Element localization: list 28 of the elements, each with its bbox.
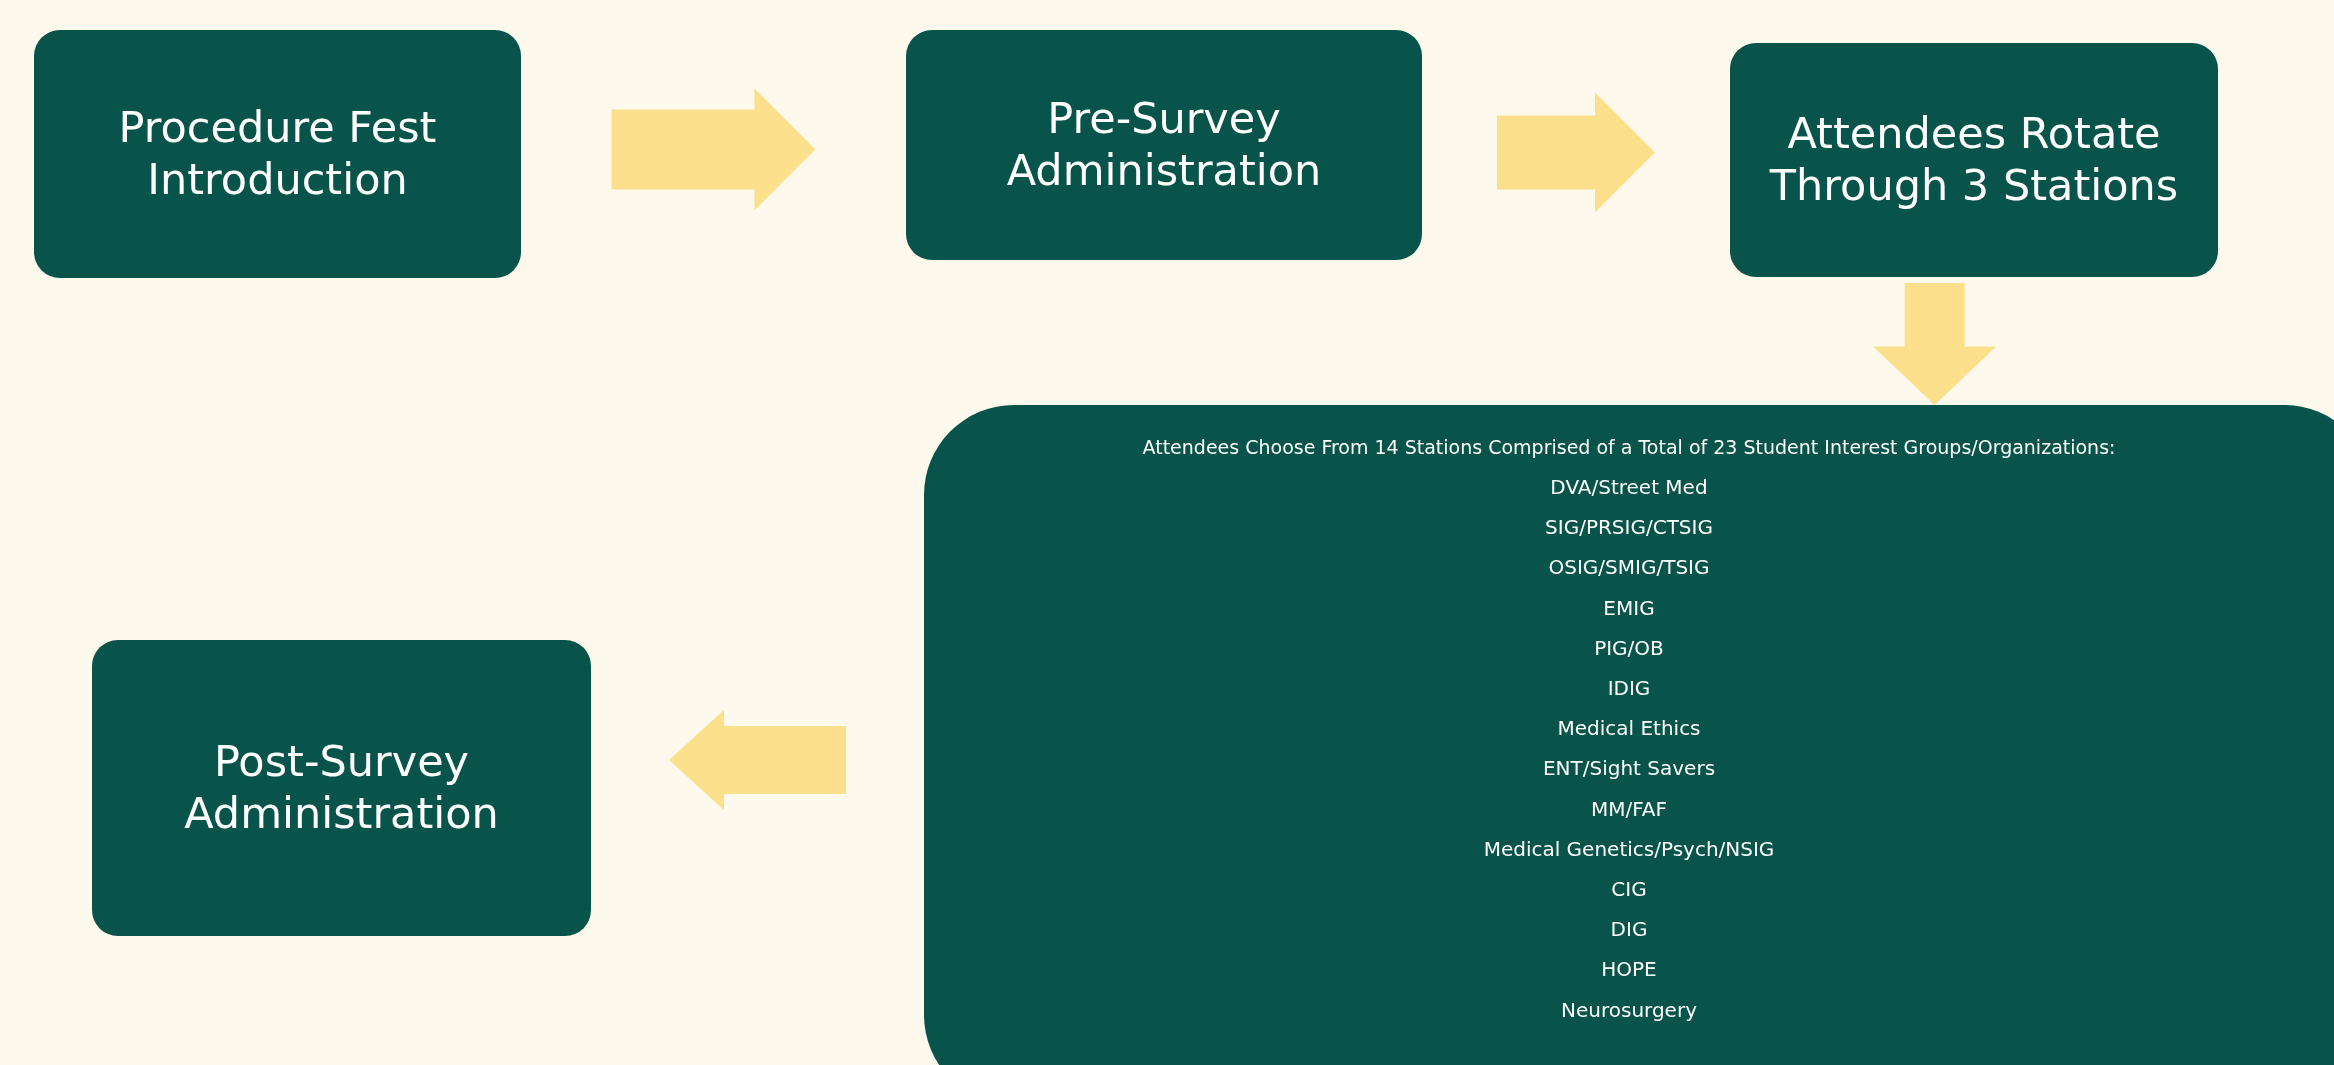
list-item: ENT/Sight Savers [1542, 755, 1716, 783]
list-item: HOPE [1601, 956, 1657, 984]
box-label: Procedure Fest Introduction [117, 102, 438, 206]
list-heading: Attendees Choose From 14 Stations Comprised of a Total of 23 Student Interest Groups/Organizations: [1142, 435, 2116, 460]
process-box [1730, 43, 2218, 277]
list-item: SIG/PRSIG/CTSIG [1545, 514, 1713, 542]
list-item: Medical Ethics [1557, 715, 1701, 743]
list-item: PIG/OB [1594, 634, 1664, 662]
process-box [906, 30, 1422, 260]
box-label: Post-Survey Administration [183, 736, 500, 840]
list-item: Neurosurgery [1561, 996, 1697, 1024]
list-item: IDIG [1607, 675, 1651, 702]
station-list-box [924, 405, 2334, 1065]
list-item: DVA/Street Med [1550, 474, 1708, 501]
block-arrow [1873, 283, 1997, 405]
list-item: CIG [1611, 876, 1647, 904]
box-label: Pre-Survey Administration [1005, 93, 1323, 197]
block-arrow [611, 88, 816, 211]
list-item: OSIG/SMIG/TSIG [1548, 554, 1710, 582]
block-arrow [669, 710, 846, 810]
block-arrow [1497, 92, 1655, 213]
process-box [92, 640, 591, 936]
process-box [34, 30, 521, 278]
list-item: DIG [1610, 916, 1648, 944]
list-item: MM/FAF [1590, 795, 1668, 823]
box-label: Attendees Rotate Through 3 Stations [1768, 108, 2180, 212]
list-item: EMIG [1603, 594, 1655, 622]
list-item: Medical Genetics/Psych/NSIG [1483, 835, 1775, 863]
